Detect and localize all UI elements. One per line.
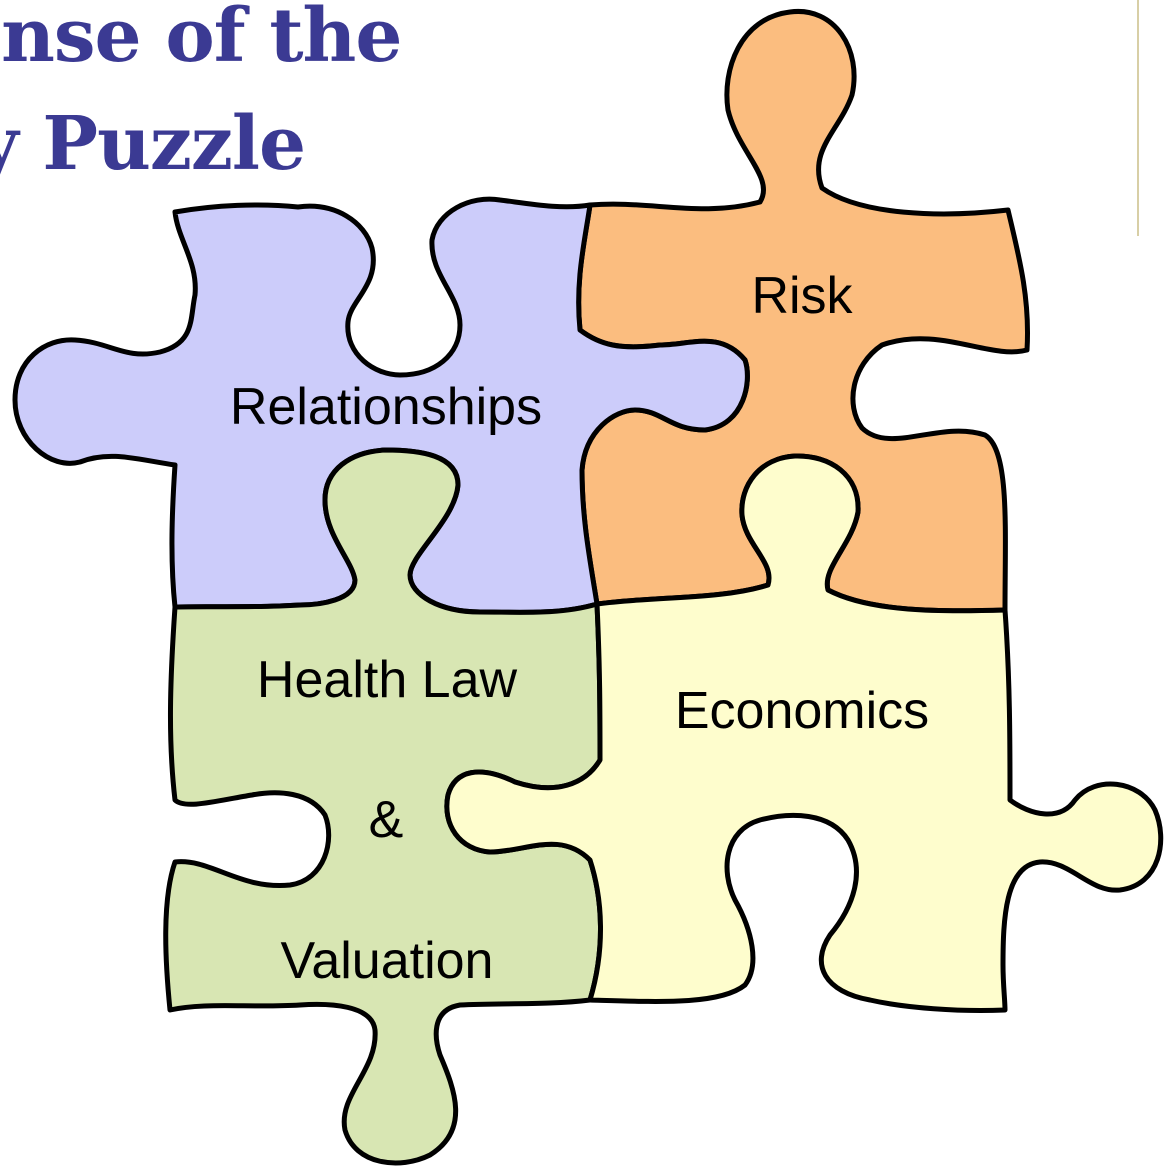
economics-piece [444, 453, 1164, 1014]
ampersand-label: & [369, 791, 404, 849]
vertical-divider [1137, 0, 1139, 236]
health-law-label: Health Law [257, 651, 518, 709]
title-line-1: ense of the [0, 0, 402, 79]
title-line-2: sy Puzzle [0, 101, 306, 187]
slide-title: ense of the sy Puzzle [0, 0, 402, 198]
risk-label: Risk [751, 267, 853, 325]
valuation-label: Valuation [281, 932, 494, 990]
relationships-label: Relationships [230, 378, 542, 436]
economics-label: Economics [675, 682, 929, 740]
